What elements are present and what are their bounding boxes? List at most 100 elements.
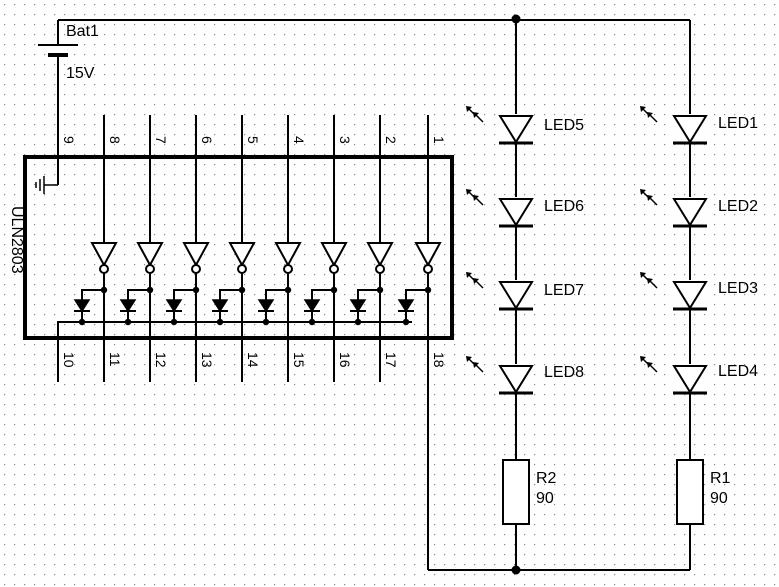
led-triangle: [498, 281, 534, 310]
junction-dot: [124, 318, 132, 326]
led-icon: [640, 356, 708, 395]
clamp-diode: [349, 299, 367, 313]
top-supply-rail: [58, 19, 691, 120]
darlington-channel: [303, 157, 348, 338]
junction-dot: [402, 318, 410, 326]
darlington-channel: [211, 157, 256, 338]
top-pin-label: 4: [291, 136, 307, 144]
bottom-pin-label: 15: [291, 352, 307, 368]
led-triangle: [498, 198, 534, 227]
inverter-bubble: [283, 264, 293, 274]
darlington-channel: [119, 157, 164, 338]
buffer-triangle: [320, 242, 348, 268]
top-pin-label: 9: [61, 136, 77, 144]
buffer-triangle: [274, 242, 302, 268]
inverter-bubble: [145, 264, 155, 274]
led-label: LED4: [718, 363, 758, 380]
junction-dot: [216, 318, 224, 326]
bottom-pin-label: 18: [431, 352, 447, 368]
led-icon: [466, 356, 534, 395]
resistor-value: 90: [536, 490, 554, 507]
led-label: LED1: [718, 115, 758, 132]
junction-dot: [262, 318, 270, 326]
led-label: LED8: [544, 364, 584, 381]
led-icon: [640, 189, 708, 228]
resistor-value: 90: [710, 490, 728, 507]
clamp-diode: [397, 299, 415, 313]
clamp-diode: [165, 299, 183, 313]
ground-icon: [35, 176, 58, 194]
led-triangle: [672, 365, 708, 394]
inverter-bubble: [237, 264, 247, 274]
led-triangle: [672, 115, 708, 144]
led-icon: [640, 272, 708, 311]
buffer-triangle: [366, 242, 394, 268]
led-label: LED6: [544, 198, 584, 215]
top-pin-label: 3: [337, 136, 353, 144]
bottom-pin-label: 12: [153, 352, 169, 368]
clamp-diode: [211, 299, 229, 313]
bottom-pin-label: 11: [107, 352, 123, 367]
ic-internal-channels: [57, 157, 442, 338]
rail-junction-top: [511, 14, 521, 24]
bottom-pin-label: 13: [199, 352, 215, 368]
inverter-bubble: [329, 264, 339, 274]
inverter-bubble: [99, 264, 109, 274]
junction-dot: [354, 318, 362, 326]
clamp-diode: [303, 299, 321, 313]
led-label: LED3: [718, 280, 758, 297]
clamp-diode: [119, 299, 137, 313]
inverter-bubble: [423, 264, 433, 274]
top-pin-label: 5: [245, 136, 261, 144]
buffer-triangle: [182, 242, 210, 268]
buffer-triangle: [90, 242, 118, 268]
resistor-r2: [502, 459, 530, 525]
darlington-channel: [257, 157, 302, 338]
battery-name: Bat1: [66, 23, 99, 40]
led-label: LED7: [544, 282, 584, 299]
clamp-diode: [73, 299, 91, 313]
led-icon: [640, 106, 708, 145]
led-icon: [466, 106, 534, 145]
led-triangle: [672, 198, 708, 227]
clamp-bus: [57, 321, 412, 338]
darlington-channel: [73, 157, 118, 338]
buffer-triangle: [414, 242, 442, 268]
darlington-channel: [165, 157, 210, 338]
bottom-return-rail: [427, 338, 691, 571]
ic-name: ULN2803: [8, 206, 25, 274]
buffer-triangle: [136, 242, 164, 268]
led-label: LED5: [544, 117, 584, 134]
led-label: LED2: [718, 198, 758, 215]
bottom-pin-label: 16: [337, 352, 353, 368]
led-triangle: [672, 281, 708, 310]
uln2803-chip-body: [23, 155, 454, 340]
bottom-pin-label: 14: [245, 352, 261, 368]
junction-dot: [170, 318, 178, 326]
darlington-channel: [349, 157, 394, 338]
junction-dot: [78, 318, 86, 326]
junction-dot: [308, 318, 316, 326]
rail-junction-bottom: [511, 565, 521, 575]
top-pin-stubs: [57, 115, 429, 157]
clamp-diode: [257, 299, 275, 313]
led-icon: [466, 189, 534, 228]
led-icon: [466, 272, 534, 311]
inverter-bubble: [375, 264, 385, 274]
top-pin-label: 2: [383, 136, 399, 144]
top-pin-label: 8: [107, 136, 123, 144]
resistor-name: R2: [536, 470, 557, 487]
bottom-pin-label: 10: [61, 352, 77, 368]
resistor-name: R1: [710, 470, 731, 487]
led-triangle: [498, 115, 534, 144]
bottom-pin-label: 17: [383, 352, 399, 368]
resistor-r1: [676, 459, 704, 525]
top-pin-label: 7: [153, 136, 169, 144]
top-pin-label: 6: [199, 136, 215, 144]
led-triangle: [498, 365, 534, 394]
top-pin-label: 1: [431, 136, 447, 144]
bottom-pin-stubs: [57, 338, 381, 382]
battery-voltage: 15V: [66, 65, 95, 82]
